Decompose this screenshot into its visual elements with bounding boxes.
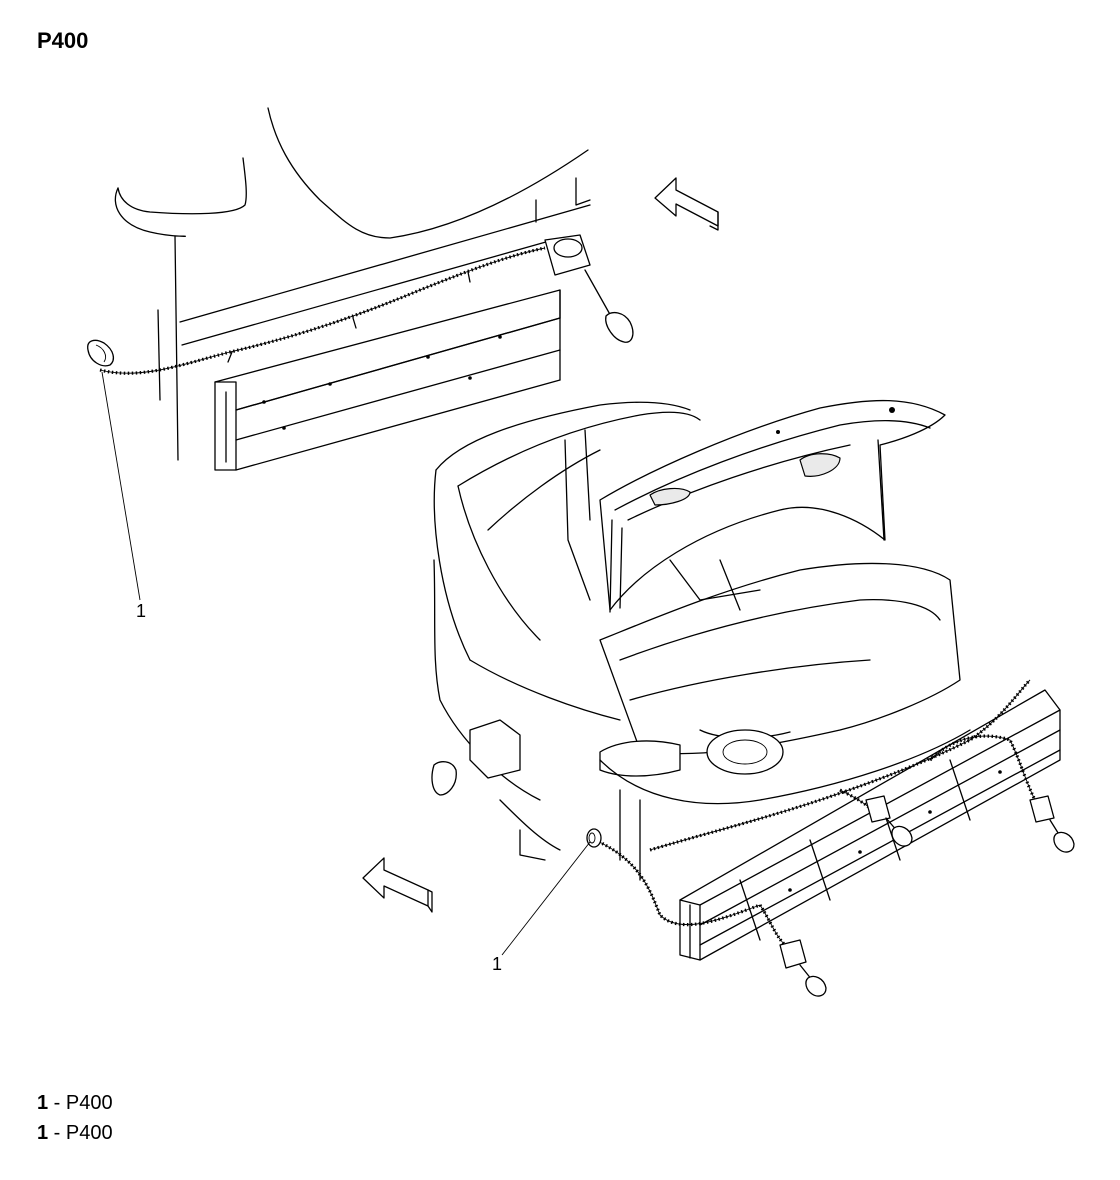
legend-item: 1 - P400 xyxy=(37,1122,113,1144)
view-direction-arrow-lower xyxy=(362,857,433,913)
page-title: P400 xyxy=(37,28,89,53)
bulb-socket-lower-3 xyxy=(1029,795,1075,853)
callout-1-lower: 1 xyxy=(492,954,502,974)
legend: 1 - P400 1 - P400 xyxy=(37,1088,113,1148)
upper-detail-view: 1 xyxy=(87,107,719,621)
connector-p400-lower xyxy=(586,828,602,848)
view-direction-arrow-upper xyxy=(654,177,719,231)
bulb-socket-upper xyxy=(544,234,634,343)
bulb-socket-lower-2 xyxy=(865,795,913,847)
connector-p400-upper xyxy=(87,339,115,367)
lower-main-view: 1 xyxy=(362,399,1075,997)
bulb-socket-lower-1 xyxy=(779,939,827,997)
legend-item: 1 - P400 xyxy=(37,1092,113,1114)
callout-1-upper: 1 xyxy=(136,601,146,621)
